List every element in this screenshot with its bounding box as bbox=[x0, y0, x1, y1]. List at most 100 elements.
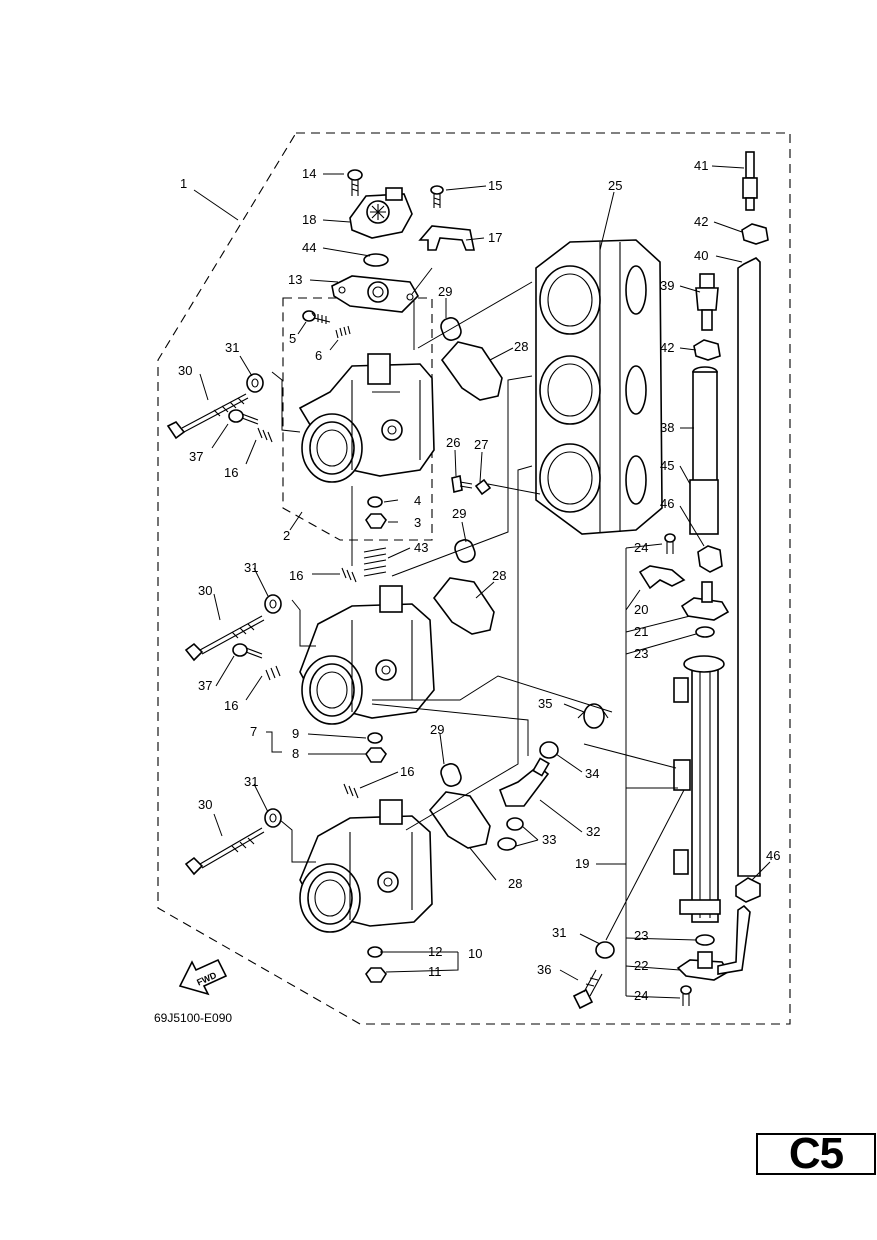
callout-29c: 29 bbox=[430, 722, 444, 737]
callout-30a: 30 bbox=[178, 363, 192, 378]
gasket-28a-icon bbox=[440, 341, 503, 401]
spring-16c-icon bbox=[265, 665, 281, 681]
callout-25: 25 bbox=[608, 178, 622, 193]
plate-13-icon bbox=[331, 275, 419, 313]
sleeve-45-icon bbox=[689, 479, 719, 535]
callout-19: 19 bbox=[575, 856, 589, 871]
callout-10: 10 bbox=[468, 946, 482, 961]
callout-27: 27 bbox=[474, 437, 488, 452]
bolt-36-icon bbox=[572, 969, 603, 1010]
clamp-46b-icon bbox=[717, 877, 761, 975]
callout-30c: 30 bbox=[198, 797, 212, 812]
callout-13: 13 bbox=[288, 272, 302, 287]
fuel-rail-19-icon bbox=[673, 655, 725, 923]
callout-31a: 31 bbox=[225, 340, 239, 355]
washer-9-icon bbox=[367, 732, 383, 744]
callout-29a: 29 bbox=[438, 284, 452, 299]
callout-32: 32 bbox=[586, 824, 600, 839]
injector-32-icon bbox=[498, 757, 550, 807]
callout-8: 8 bbox=[292, 746, 299, 761]
throttle-body-3-icon bbox=[299, 799, 433, 933]
callout-16d: 16 bbox=[400, 764, 414, 779]
callout-1: 1 bbox=[180, 176, 187, 191]
callout-31d: 31 bbox=[552, 925, 566, 940]
page-badge: C5 bbox=[756, 1129, 876, 1178]
clamp-20-icon bbox=[638, 565, 686, 590]
seal-33-icon bbox=[497, 817, 524, 851]
washer-12-icon bbox=[367, 946, 383, 958]
callout-labels: 1 2 3 4 5 6 7 8 9 10 11 12 13 14 15 16 1… bbox=[178, 158, 780, 1003]
callout-21: 21 bbox=[634, 624, 648, 639]
screw-24a-icon bbox=[664, 533, 676, 554]
callout-2: 2 bbox=[283, 528, 290, 543]
callout-41: 41 bbox=[694, 158, 708, 173]
spring-16b-icon bbox=[341, 567, 357, 583]
spacer-29c-icon bbox=[440, 763, 462, 787]
callout-44: 44 bbox=[302, 240, 316, 255]
page-badge-text: C5 bbox=[788, 1129, 844, 1178]
callout-43: 43 bbox=[414, 540, 428, 555]
callout-9: 9 bbox=[292, 726, 299, 741]
screw-37a-icon bbox=[228, 409, 259, 425]
callout-16a: 16 bbox=[224, 465, 238, 480]
callout-18: 18 bbox=[302, 212, 316, 227]
pipe-38-icon bbox=[692, 366, 718, 483]
callout-16b: 16 bbox=[289, 568, 303, 583]
gasket-28c-icon bbox=[428, 791, 491, 849]
callout-3: 3 bbox=[414, 515, 421, 530]
callout-22: 22 bbox=[634, 958, 648, 973]
tps-sensor-18-icon bbox=[349, 187, 413, 239]
nut-3-icon bbox=[365, 513, 387, 529]
callout-11: 11 bbox=[428, 964, 442, 979]
callout-39: 39 bbox=[660, 278, 674, 293]
washer-31a-icon bbox=[246, 373, 264, 393]
callout-24b: 24 bbox=[634, 988, 648, 1003]
clamp-46a-icon bbox=[697, 545, 723, 573]
fitting-21-icon bbox=[680, 581, 730, 621]
screw-5-icon bbox=[302, 310, 331, 324]
callout-31c: 31 bbox=[244, 774, 258, 789]
callout-4: 4 bbox=[414, 493, 421, 508]
callout-16c: 16 bbox=[224, 698, 238, 713]
clamp-42b-icon bbox=[693, 339, 721, 361]
callout-17: 17 bbox=[488, 230, 502, 245]
clamp-42a-icon bbox=[741, 223, 769, 245]
callout-46a: 46 bbox=[660, 496, 674, 511]
leader-lines bbox=[193, 165, 771, 999]
callout-42b: 42 bbox=[660, 340, 674, 355]
callout-36: 36 bbox=[537, 962, 551, 977]
hose-40-icon bbox=[737, 257, 761, 877]
callout-24a: 24 bbox=[634, 540, 648, 555]
screw-14-icon bbox=[347, 169, 363, 196]
fitting-41-icon bbox=[742, 151, 758, 211]
callout-28c: 28 bbox=[508, 876, 522, 891]
bolt-30c-icon bbox=[184, 827, 265, 876]
regulator-39-icon bbox=[695, 273, 719, 331]
callout-42a: 42 bbox=[694, 214, 708, 229]
nut-11-icon bbox=[365, 967, 387, 983]
o-ring-23a-icon bbox=[695, 626, 715, 638]
bolt-26-icon bbox=[451, 475, 473, 493]
callout-7: 7 bbox=[250, 724, 257, 739]
callout-28b: 28 bbox=[492, 568, 506, 583]
callout-38: 38 bbox=[660, 420, 674, 435]
callout-31b: 31 bbox=[244, 560, 258, 575]
damper-35-icon bbox=[577, 703, 609, 729]
assembly-boundary bbox=[157, 132, 791, 1025]
nut-8-icon bbox=[365, 747, 387, 763]
washer-31c-icon bbox=[264, 808, 282, 828]
throttle-body-1-icon bbox=[298, 353, 435, 483]
bolt-30a-icon bbox=[166, 393, 249, 440]
screw-15-icon bbox=[430, 185, 444, 208]
callout-34: 34 bbox=[585, 766, 599, 781]
callout-26: 26 bbox=[446, 435, 460, 450]
intake-manifold-25-icon bbox=[535, 239, 663, 535]
o-ring-23b-icon bbox=[695, 934, 715, 946]
washer-4-icon bbox=[367, 496, 383, 508]
callout-20: 20 bbox=[634, 602, 648, 617]
callout-35: 35 bbox=[538, 696, 552, 711]
callout-23a: 23 bbox=[634, 646, 648, 661]
bolt-30b-icon bbox=[184, 615, 265, 662]
callout-23b: 23 bbox=[634, 928, 648, 943]
callout-14: 14 bbox=[302, 166, 316, 181]
